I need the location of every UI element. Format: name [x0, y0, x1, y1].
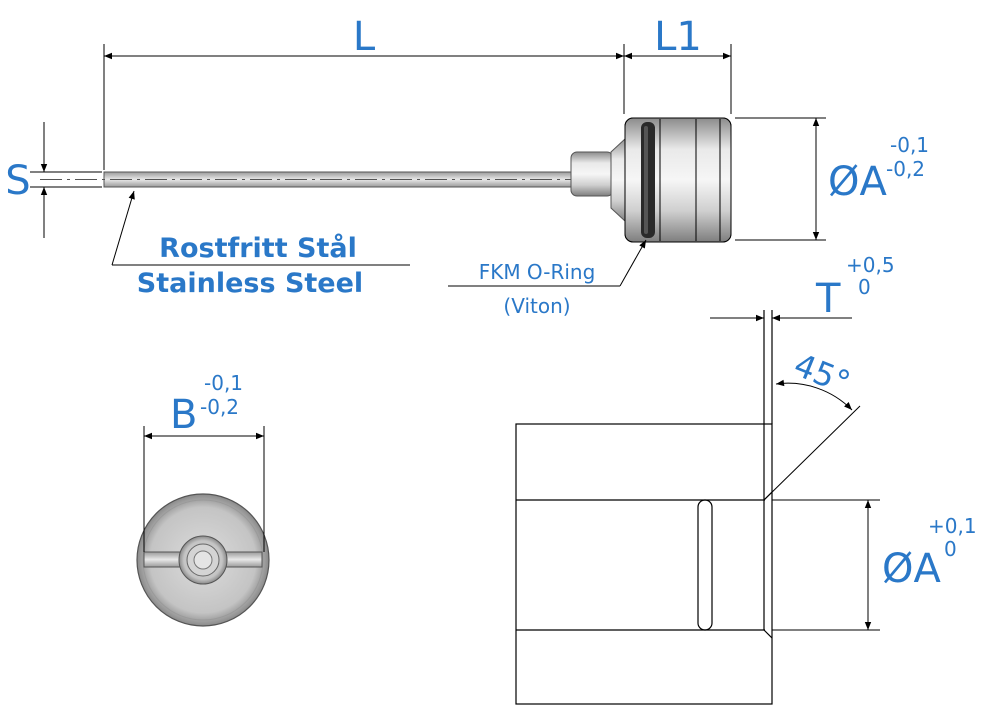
material-label-en: Stainless Steel	[137, 268, 363, 299]
label-dia-A-bottom: ØA	[882, 546, 941, 592]
neck	[570, 151, 614, 197]
tol-B-upper: -0,1	[204, 371, 243, 395]
label-L: L	[353, 14, 376, 60]
tol-dia-A-top-lower: -0,2	[886, 157, 925, 181]
material-label-sv: Rostfritt Stål	[159, 232, 357, 264]
oring-callout: FKM O-Ring (Viton)	[448, 239, 647, 318]
label-T: T	[815, 276, 841, 322]
oring-material-label: (Viton)	[503, 294, 570, 318]
label-dia-A-top: ØA	[828, 159, 887, 205]
tol-dia-A-bottom-upper: +0,1	[928, 514, 977, 538]
oring-label: FKM O-Ring	[479, 260, 596, 284]
bore-section: 45°	[515, 310, 861, 705]
dimension-L1: L1	[624, 14, 732, 114]
cone	[610, 136, 627, 224]
dimension-dia-A-top: ØA -0,1 -0,2	[735, 117, 929, 241]
label-L1: L1	[654, 14, 702, 60]
material-callout: Rostfritt Stål Stainless Steel	[111, 190, 410, 299]
tol-B-lower: -0,2	[200, 395, 239, 419]
label-B: B	[170, 392, 197, 438]
dimension-B: B -0,1 -0,2	[143, 371, 265, 552]
label-angle: 45°	[789, 346, 856, 402]
tol-T-upper: +0,5	[846, 253, 895, 277]
dimension-T: T +0,5 0	[710, 253, 895, 322]
probe-end-view	[136, 493, 270, 627]
tol-dia-A-bottom-lower: 0	[944, 537, 957, 561]
label-S: S	[5, 158, 30, 204]
probe-side-view	[40, 117, 732, 243]
body	[624, 117, 732, 243]
dimension-S: S	[5, 122, 102, 238]
dimension-L: L	[103, 14, 625, 170]
dimension-dia-A-bottom: ØA +0,1 0	[772, 499, 977, 631]
tol-dia-A-top-upper: -0,1	[890, 133, 929, 157]
tol-T-lower: 0	[858, 275, 871, 299]
